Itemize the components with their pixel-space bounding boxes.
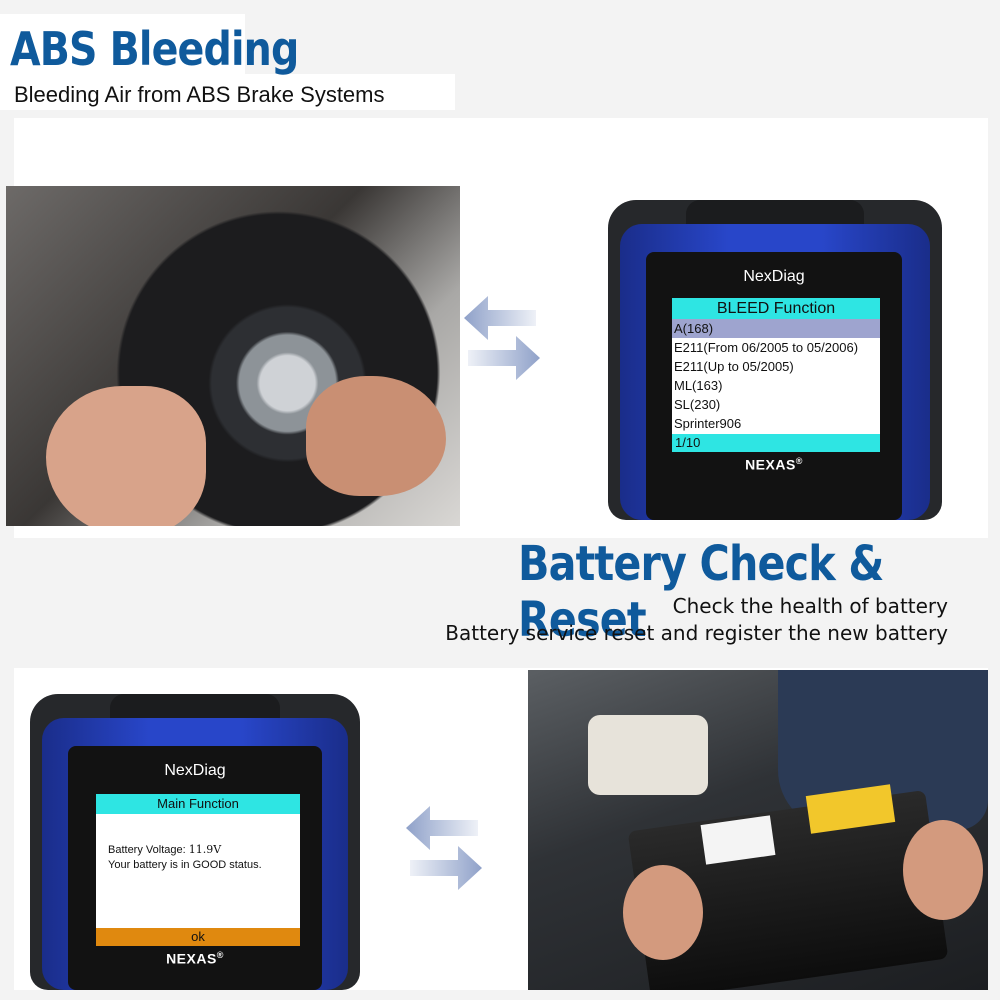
- bleed-list-item[interactable]: E211(Up to 05/2005): [674, 359, 794, 374]
- device-brand-top: NexDiag: [164, 762, 226, 779]
- brake-bleeding-photo: [6, 186, 460, 526]
- abs-scan-tool: NexDiag BLEED Function A(168) E211(From 0…: [608, 200, 942, 520]
- voltage-label: Battery Voltage:: [108, 844, 186, 856]
- nexas-logo: NEXAS: [166, 950, 217, 967]
- device-brand-top: NexDiag: [743, 268, 805, 285]
- bleed-list-item[interactable]: ML(163): [674, 378, 723, 393]
- screen-title: BLEED Function: [672, 298, 880, 319]
- abs-title: ABS Bleeding: [10, 22, 299, 76]
- trademark-mark: ®: [216, 950, 224, 960]
- battery-voltage-line: Battery Voltage: 11.9V: [108, 842, 300, 858]
- abs-screen: BLEED Function A(168) E211(From 06/2005 t…: [672, 298, 880, 452]
- battery-line1: Check the health of battery: [672, 594, 948, 618]
- voltage-value: 11.9V: [188, 843, 222, 856]
- bleed-list-item[interactable]: A(168): [672, 319, 880, 338]
- abs-subtitle: Bleeding Air from ABS Brake Systems: [14, 82, 385, 107]
- nexas-logo: NEXAS: [745, 456, 796, 473]
- screen-title: Main Function: [96, 794, 300, 814]
- bleed-list-item[interactable]: SL(230): [674, 397, 721, 412]
- trademark-mark: ®: [795, 456, 803, 466]
- swap-arrows-icon: [406, 806, 482, 890]
- device-brand-bottom: NEXAS®: [646, 456, 902, 473]
- battery-line2: Battery service reset and register the n…: [445, 621, 948, 645]
- battery-title: Battery Check & Reset: [518, 536, 884, 648]
- ok-button[interactable]: ok: [96, 928, 300, 946]
- page-indicator: 1/10: [672, 434, 880, 452]
- subtitle-panel: [0, 74, 455, 110]
- device-brand-bottom: NEXAS®: [68, 950, 322, 967]
- bleed-list-item[interactable]: E211(From 06/2005 to 05/2006): [674, 340, 859, 355]
- swap-arrows-icon: [464, 296, 540, 380]
- battery-replacement-photo: [528, 670, 988, 990]
- bleed-function-list: A(168) E211(From 06/2005 to 05/2006) E211(…: [672, 319, 880, 433]
- header-panel: [0, 14, 245, 74]
- battery-screen: Main Function Battery Voltage: 11.9V You…: [96, 794, 300, 946]
- battery-status-text: Your battery is in GOOD status.: [108, 859, 262, 871]
- bleed-list-item[interactable]: Sprinter906: [674, 416, 742, 431]
- battery-scan-tool: NexDiag Main Function Battery Voltage: 1…: [30, 694, 360, 990]
